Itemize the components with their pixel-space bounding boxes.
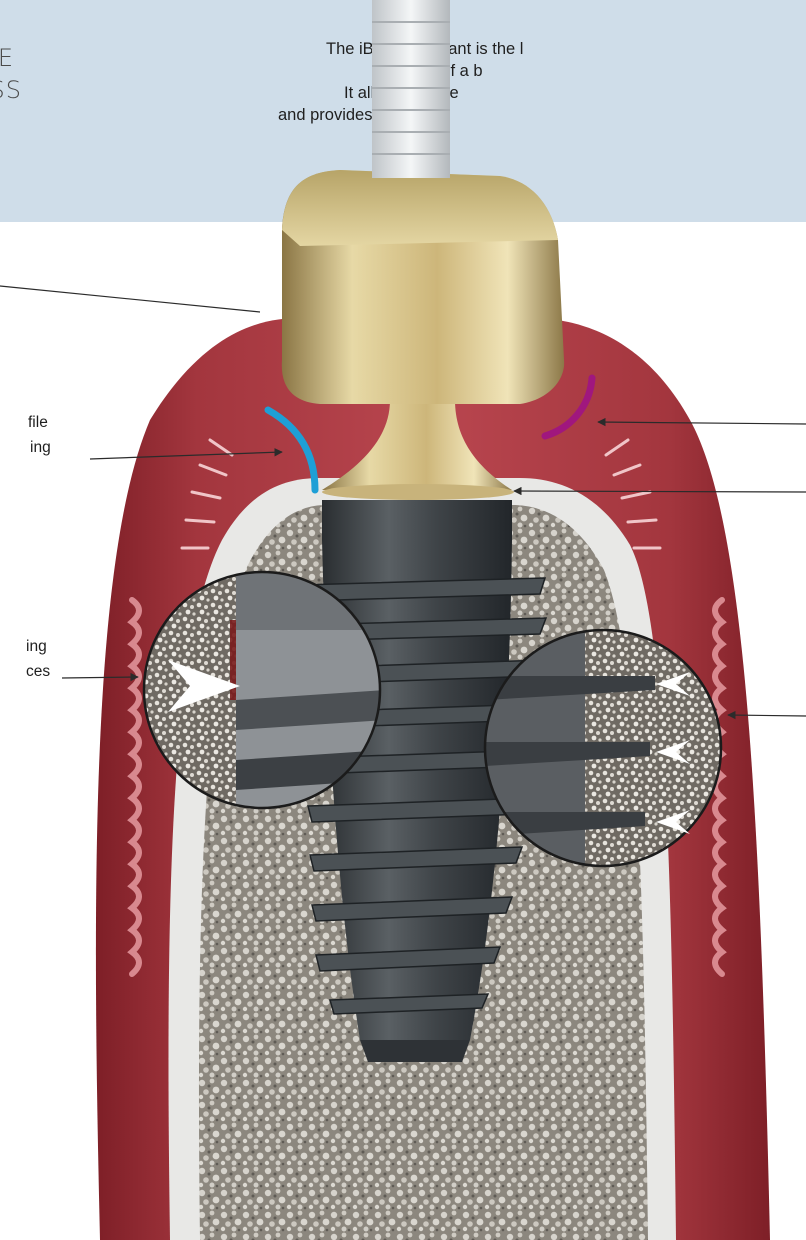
callout-label-left-top-2: ing: [30, 439, 51, 457]
callout-label-left-bottom-1: ing: [26, 638, 47, 656]
callout-label-left-bottom-2: ces: [26, 663, 50, 681]
callout-label-left-top-1: file: [28, 414, 48, 432]
screw-post: [372, 0, 450, 178]
callout-line-abutment: [0, 286, 260, 312]
magnifier-right: [485, 630, 721, 866]
